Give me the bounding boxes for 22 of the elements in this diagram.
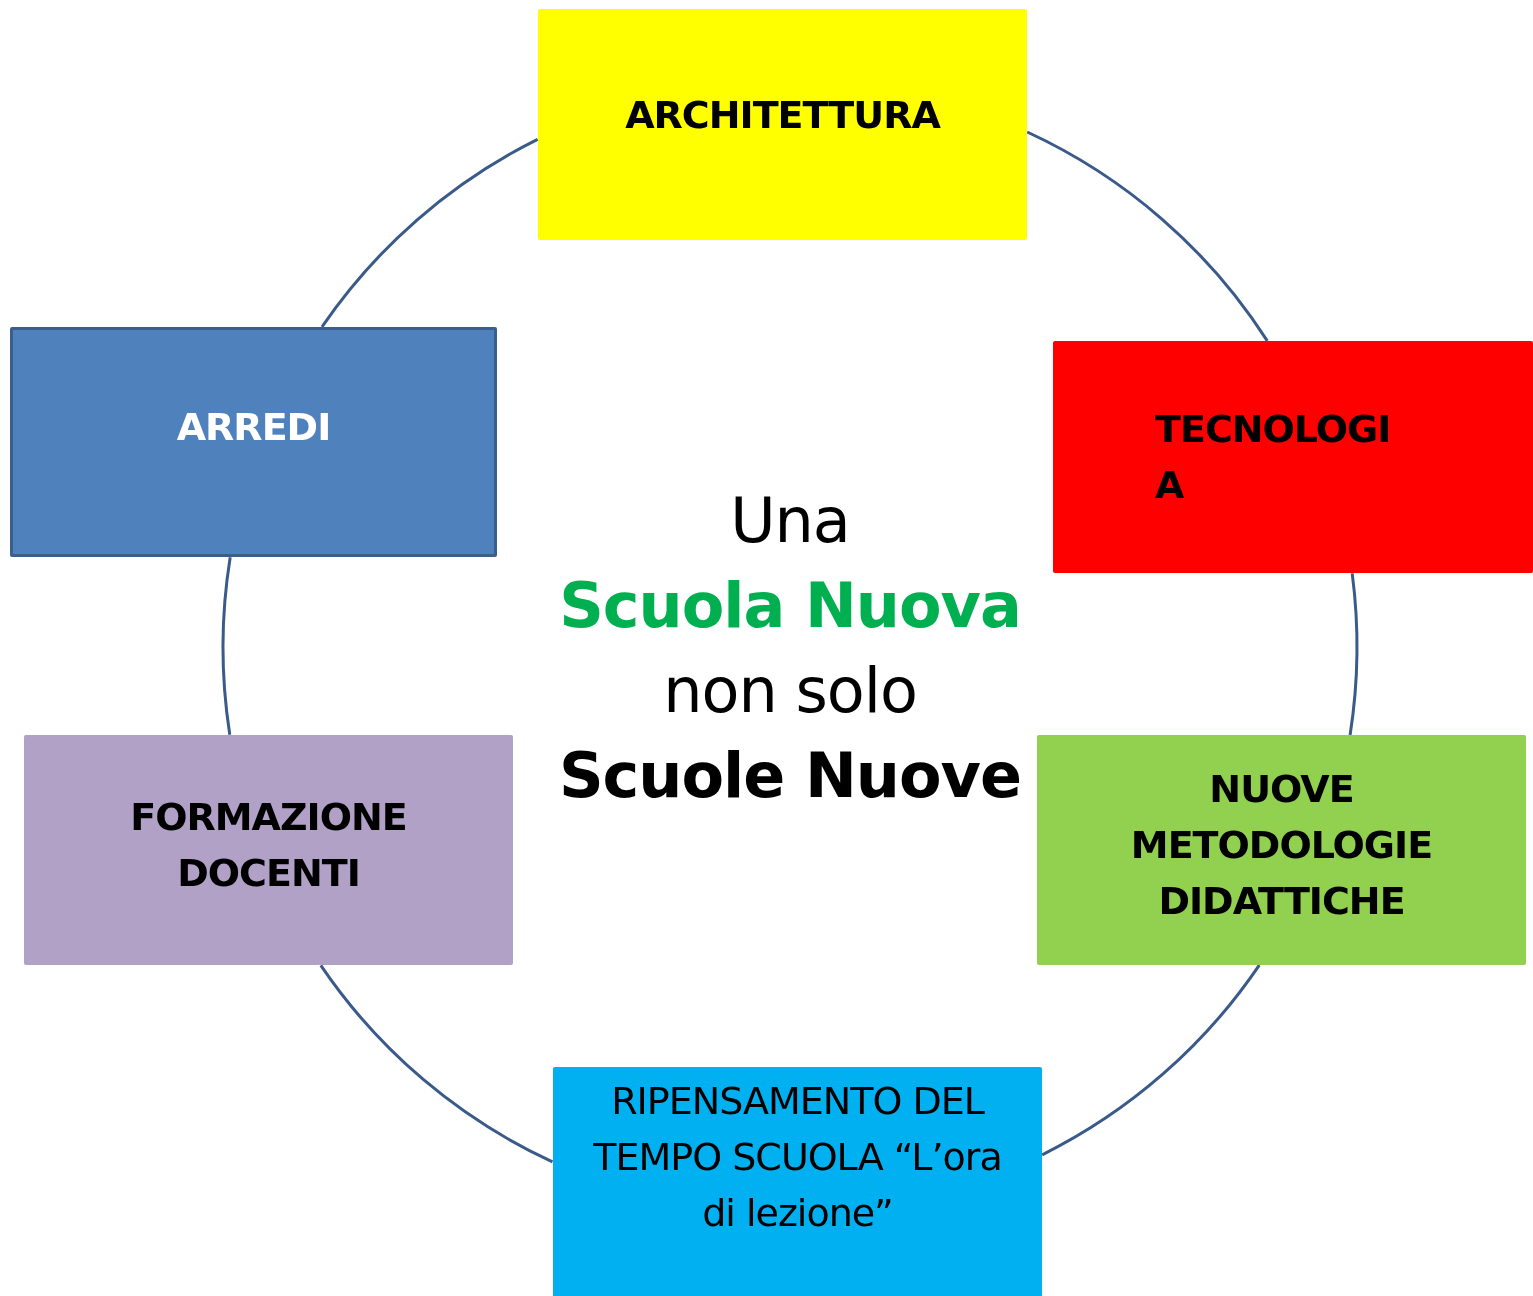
- topic-box: [10, 327, 497, 557]
- topic-box: [1053, 341, 1533, 573]
- topic-label: ARCHITETTURA: [625, 91, 940, 139]
- center-text: non solo: [663, 653, 917, 729]
- topic-label: NUOVE METODOLOGIE DIDATTICHE: [1129, 766, 1434, 925]
- connector-arc: [320, 138, 539, 328]
- center-text: Scuole Nuove: [558, 738, 1022, 814]
- connector-arc: [1026, 130, 1269, 342]
- center-text: Scuola Nuova: [559, 568, 1021, 644]
- connector-arc: [221, 557, 232, 735]
- topic-label: RIPENSAMENTO DEL TEMPO SCUOLA “L’ora di lezione”: [592, 1078, 1003, 1237]
- topic-box: [1037, 735, 1526, 965]
- topic-box: [538, 9, 1027, 240]
- topic-label: FORMAZIONE DOCENTI: [129, 794, 408, 897]
- topic-label: ARREDI: [176, 404, 331, 451]
- center-text: Una: [730, 483, 850, 559]
- topic-label: TECNOLOGIA: [1155, 406, 1392, 509]
- topic-box: [24, 735, 513, 965]
- connector-arc: [319, 964, 554, 1164]
- connector-arc: [1041, 964, 1261, 1157]
- topic-box: [553, 1067, 1042, 1296]
- connector-arc: [1348, 573, 1359, 736]
